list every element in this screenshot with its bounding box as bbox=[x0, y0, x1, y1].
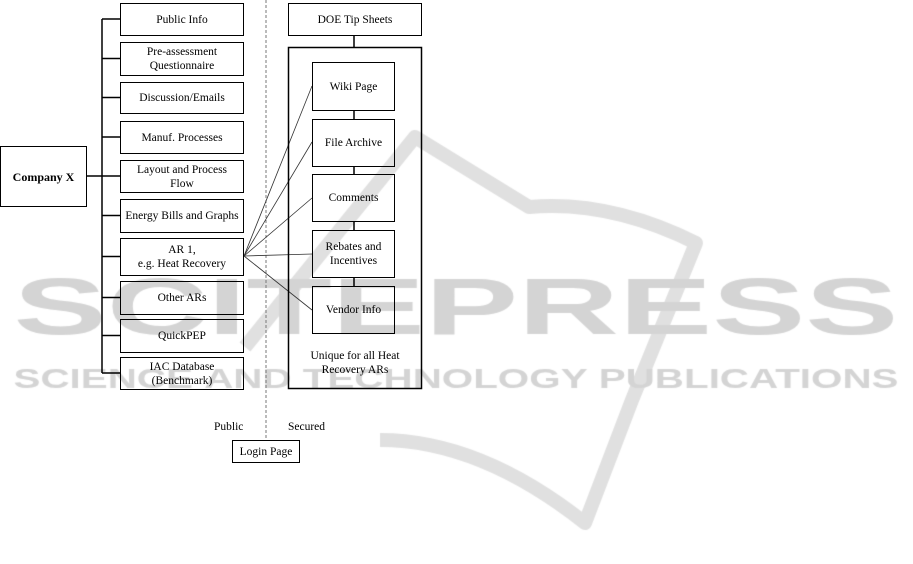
secured-item-box[interactable]: Comments bbox=[312, 174, 395, 222]
company-x-box[interactable]: Company X bbox=[0, 146, 87, 207]
public-item-box[interactable]: IAC Database (Benchmark) bbox=[120, 357, 244, 390]
ar-link-line bbox=[243, 141, 313, 257]
ar-link-line bbox=[243, 253, 313, 257]
public-item-box[interactable]: Other ARs bbox=[120, 281, 244, 315]
doe-tip-sheets-box[interactable]: DOE Tip Sheets bbox=[288, 3, 422, 36]
secured-caption: Unique for all Heat Recovery ARs bbox=[310, 350, 400, 376]
ar-link-line bbox=[243, 85, 313, 257]
public-item-box[interactable]: Discussion/Emails bbox=[120, 82, 244, 114]
public-item-box[interactable]: AR 1, e.g. Heat Recovery bbox=[120, 238, 244, 276]
public-item-box[interactable]: Manuf. Processes bbox=[120, 121, 244, 154]
public-item-box[interactable]: Layout and Process Flow bbox=[120, 160, 244, 193]
public-item-box[interactable]: Energy Bills and Graphs bbox=[120, 199, 244, 233]
public-label: Public bbox=[214, 421, 244, 433]
ar-link-line bbox=[243, 197, 313, 257]
public-item-box[interactable]: Pre-assessment Questionnaire bbox=[120, 42, 244, 76]
secured-item-box[interactable]: Vendor Info bbox=[312, 286, 395, 334]
public-item-box[interactable]: Public Info bbox=[120, 3, 244, 36]
secured-item-box[interactable]: Wiki Page bbox=[312, 62, 395, 111]
public-item-box[interactable]: QuickPEP bbox=[120, 319, 244, 353]
secured-item-box[interactable]: File Archive bbox=[312, 119, 395, 167]
secured-container bbox=[287, 46, 423, 390]
login-page-box[interactable]: Login Page bbox=[232, 440, 300, 463]
secured-item-box[interactable]: Rebates and Incentives bbox=[312, 230, 395, 278]
secured-label: Secured bbox=[288, 421, 326, 433]
ar-link-line bbox=[243, 255, 313, 311]
